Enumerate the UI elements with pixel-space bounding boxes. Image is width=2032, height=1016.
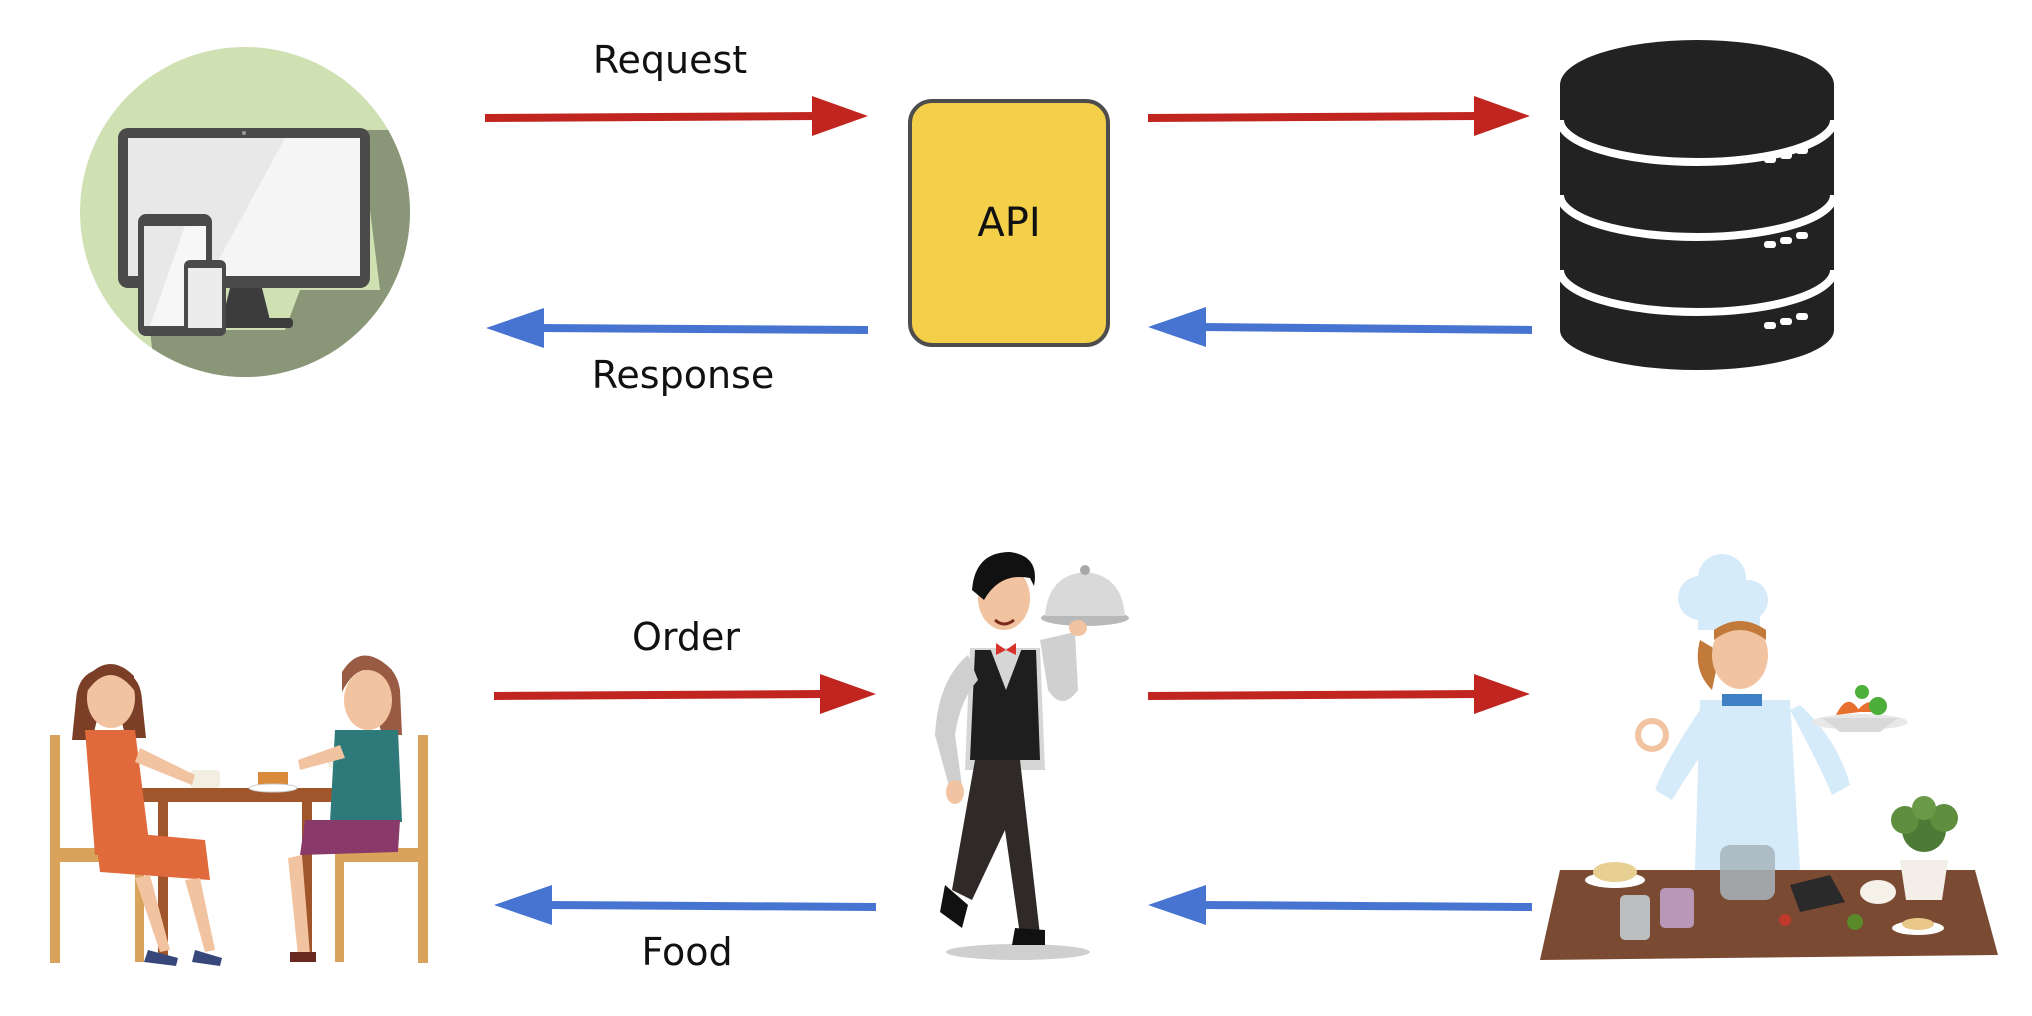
api-to-database-arrow (1147, 96, 1530, 136)
waiter-icon (935, 552, 1129, 960)
waiter-to-chef-arrow (1147, 674, 1530, 714)
diners-at-table-icon (50, 655, 428, 966)
response-label: Response (592, 353, 775, 397)
api-box (908, 99, 1110, 347)
chef-icon (1540, 554, 1998, 960)
order-arrow (493, 674, 876, 714)
request-label: Request (593, 38, 747, 82)
response-arrow (486, 308, 869, 348)
chef-to-waiter-arrow (1148, 885, 1533, 925)
database-icon (1556, 40, 1838, 370)
devices-icon (80, 47, 410, 377)
request-arrow (484, 96, 868, 136)
database-to-api-arrow (1148, 307, 1533, 347)
food-label: Food (641, 930, 732, 974)
food-arrow (494, 885, 877, 925)
order-label: Order (632, 615, 740, 659)
api-label: API (977, 200, 1040, 246)
